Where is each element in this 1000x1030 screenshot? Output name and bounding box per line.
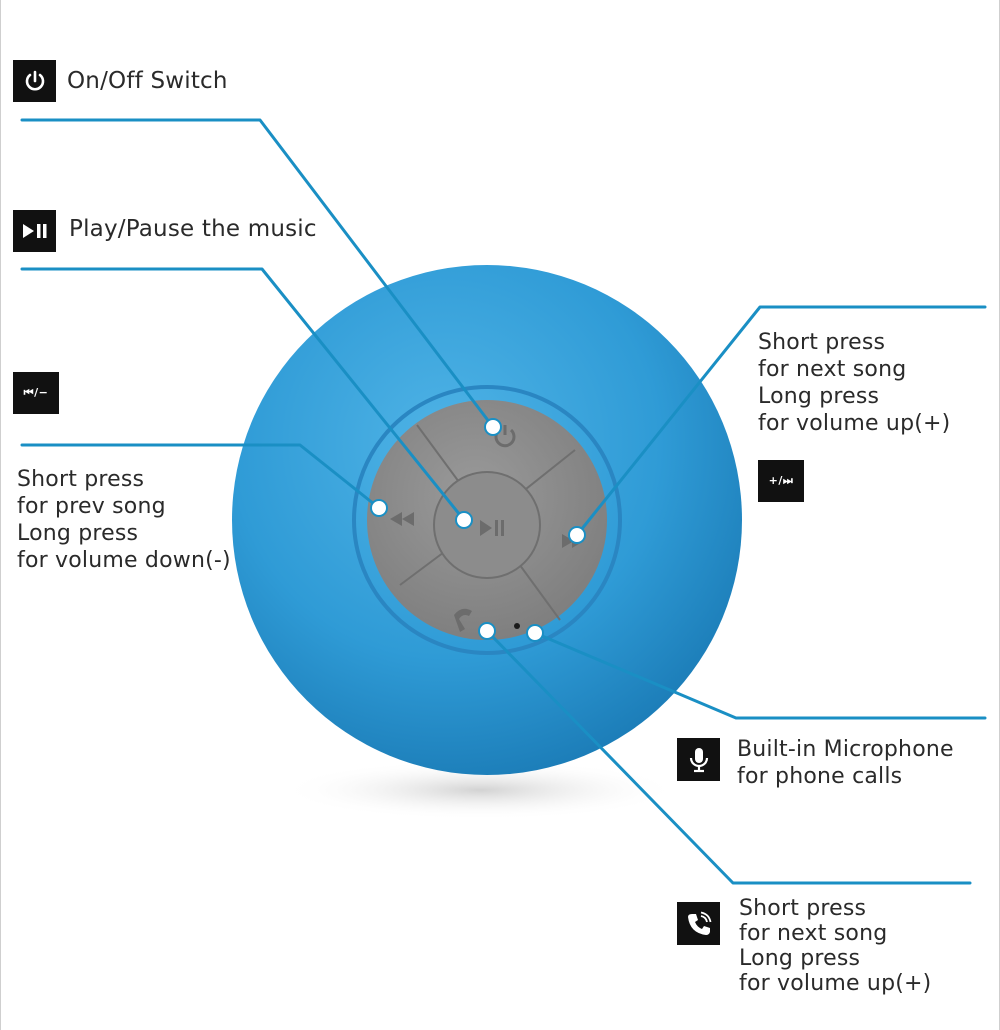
prev-line-1: Short press — [17, 467, 145, 492]
phone-icon — [687, 911, 711, 935]
dot-mic — [526, 624, 544, 642]
prev-line-2: for prev song — [17, 494, 166, 519]
speaker-rim — [352, 385, 622, 655]
play-pause-badge — [13, 210, 56, 252]
next-badge: +/⏭ — [758, 460, 804, 502]
leader-prev — [20, 443, 381, 510]
microphone-icon — [689, 747, 708, 772]
phone-line-1: Short press — [739, 896, 867, 921]
panel-play-glyph — [480, 520, 504, 536]
leader-phone — [485, 629, 972, 885]
panel-prev-glyph — [390, 512, 414, 526]
prev-line-4: for volume down(-) — [17, 548, 231, 573]
power-badge — [13, 60, 56, 102]
phone-line-4: for volume up(+) — [739, 971, 932, 996]
leader-play-pause — [20, 267, 466, 522]
dot-next — [568, 526, 586, 544]
phone-badge — [677, 902, 720, 945]
button-panel — [367, 400, 607, 640]
leader-mic — [533, 631, 987, 720]
dot-phone — [478, 622, 496, 640]
microphone-description: Built-in Microphone for phone calls — [737, 736, 954, 790]
next-line-2: for next song — [758, 357, 907, 382]
mic-line-1: Built-in Microphone — [737, 737, 954, 762]
leader-lines — [20, 118, 987, 885]
mic-line-2: for phone calls — [737, 764, 903, 789]
panel-mic-hole — [514, 623, 520, 629]
leader-power — [20, 118, 495, 429]
phone-description: Short press for next song Long press for… — [739, 896, 931, 996]
phone-line-2: for next song — [739, 921, 888, 946]
panel-phone-glyph — [454, 608, 472, 632]
prev-description: Short press for prev song Long press for… — [17, 466, 231, 574]
play-pause-icon — [22, 224, 46, 238]
next-line-1: Short press — [758, 330, 886, 355]
next-line-3: Long press — [758, 384, 880, 409]
next-line-4: for volume up(+) — [758, 411, 951, 436]
left-border — [0, 0, 1, 1030]
power-icon — [25, 70, 44, 91]
dot-power — [484, 418, 502, 436]
power-label: On/Off Switch — [67, 68, 228, 94]
target-dots — [370, 418, 586, 642]
dot-prev — [370, 499, 388, 517]
prev-line-3: Long press — [17, 521, 139, 546]
phone-line-3: Long press — [739, 946, 861, 971]
leader-next — [575, 305, 987, 537]
prev-badge: ⏮/− — [13, 372, 59, 414]
dot-play-pause — [455, 511, 473, 529]
speaker-shadow — [280, 760, 680, 820]
play-pause-label: Play/Pause the music — [69, 216, 317, 242]
microphone-badge — [677, 738, 720, 781]
next-description: Short press for next song Long press for… — [758, 329, 950, 437]
